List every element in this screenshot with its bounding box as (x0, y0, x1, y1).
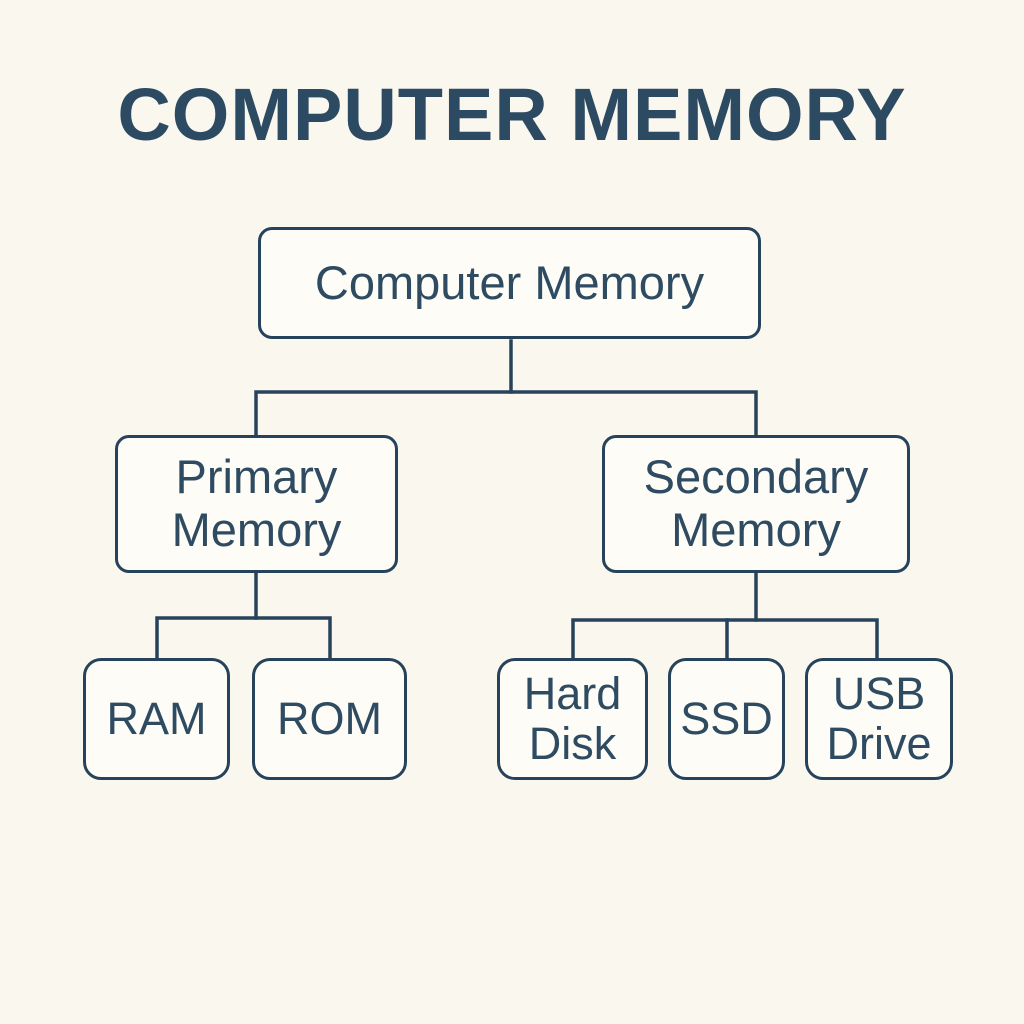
node-usb-drive: USB Drive (805, 658, 953, 780)
node-primary-memory-label: Primary Memory (171, 450, 342, 556)
node-rom: ROM (252, 658, 407, 780)
node-usb-drive-label: USB Drive (826, 667, 932, 769)
node-ssd-label: SSD (680, 692, 773, 744)
node-ssd: SSD (668, 658, 785, 780)
node-computer-memory-label: Computer Memory (314, 255, 705, 309)
edge-secondary-children-bar (571, 618, 879, 660)
node-rom-label: ROM (277, 692, 382, 744)
edge-primary-children-bar (155, 616, 332, 660)
page-title: COMPUTER MEMORY (117, 73, 907, 156)
node-hard-disk: Hard Disk (497, 658, 648, 780)
node-ram: RAM (83, 658, 230, 780)
node-secondary-memory: Secondary Memory (602, 435, 910, 573)
node-primary-memory: Primary Memory (115, 435, 398, 573)
edge-level2-bar (254, 390, 758, 437)
node-computer-memory: Computer Memory (258, 227, 761, 339)
node-secondary-memory-label: Secondary Memory (643, 450, 869, 556)
node-hard-disk-label: Hard Disk (523, 667, 622, 769)
node-ram-label: RAM (106, 692, 207, 744)
